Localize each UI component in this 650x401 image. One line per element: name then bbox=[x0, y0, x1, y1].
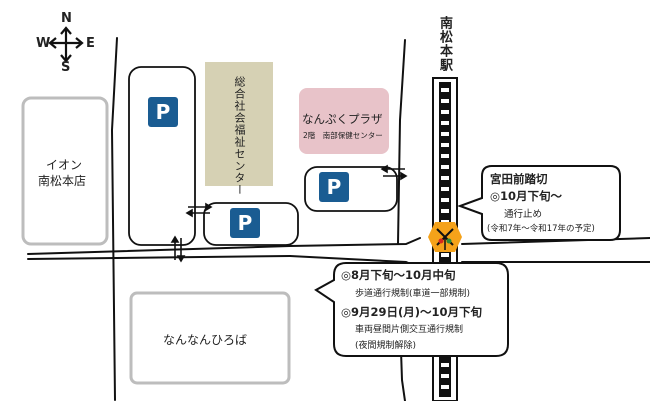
parking-icon: P bbox=[148, 97, 178, 127]
side-road-left-edge bbox=[110, 37, 118, 401]
track-tie bbox=[441, 99, 449, 103]
crossing-callout-bubble bbox=[457, 165, 621, 241]
hiroba-label: なんなんひろば bbox=[163, 333, 248, 347]
main-road-top-edge bbox=[27, 237, 421, 255]
track-tie bbox=[441, 363, 449, 367]
notice-item1-title: ◎8月下旬～10月中旬 bbox=[341, 268, 456, 282]
two-way-arrow-icon bbox=[170, 235, 186, 263]
compass-west-label: W bbox=[36, 36, 51, 51]
track-tie bbox=[441, 121, 449, 125]
road-notice-callout-bubble bbox=[314, 262, 509, 357]
roads bbox=[27, 37, 650, 401]
two-way-arrow-icon bbox=[380, 164, 408, 181]
aeon-building bbox=[21, 96, 109, 246]
track-tie bbox=[441, 187, 449, 191]
track-tie bbox=[441, 132, 449, 136]
crossing-date: ◎10月下旬～ bbox=[490, 189, 563, 203]
track-tie bbox=[441, 143, 449, 147]
track-tie bbox=[441, 209, 449, 213]
notice-item2-title: ◎9月29日(月)～10月下旬 bbox=[341, 305, 483, 319]
compass-north-label: N bbox=[61, 11, 72, 26]
track-tie bbox=[441, 374, 449, 378]
track-tie bbox=[441, 385, 449, 389]
plaza-subtitle: 2階 南部保健センター bbox=[303, 131, 383, 140]
track-tie bbox=[441, 88, 449, 92]
compass-east-label: E bbox=[86, 36, 95, 51]
hiroba-building bbox=[129, 291, 291, 385]
parking-lot-west bbox=[128, 66, 196, 246]
crossing-detail-closure: 通行止め bbox=[504, 209, 543, 220]
track-tie bbox=[441, 154, 449, 158]
track-tie bbox=[441, 165, 449, 169]
parking-icon: P bbox=[230, 208, 260, 238]
railroad-crossing-icon bbox=[428, 222, 462, 252]
crossing-detail-period: (令和7年～令和17年の予定) bbox=[487, 224, 595, 234]
two-way-arrow-icon bbox=[185, 202, 213, 218]
welfare-center-label: 総合社会福祉センター bbox=[233, 76, 246, 196]
aeon-label-line2: 南松本店 bbox=[38, 174, 87, 188]
track-tie bbox=[441, 253, 449, 257]
notice-item2-detail2: (夜間規制解除) bbox=[355, 341, 417, 351]
compass-south-label: S bbox=[61, 60, 71, 75]
parking-icon: P bbox=[319, 172, 349, 202]
compass-rose-icon bbox=[48, 26, 84, 63]
main-road-bottom-left-edge bbox=[27, 255, 291, 260]
plaza-name: なんぷくプラザ bbox=[302, 112, 383, 126]
plaza-building bbox=[299, 88, 389, 154]
notice-item1-detail: 歩道通行規制(車道一部規制) bbox=[355, 289, 471, 299]
welfare-center-building bbox=[205, 62, 273, 186]
track-tie bbox=[441, 110, 449, 114]
side-road-right-edge bbox=[397, 39, 406, 245]
track-tie bbox=[441, 176, 449, 180]
crossing-title: 宮田前踏切 bbox=[490, 172, 548, 186]
aeon-label-line1: イオン bbox=[46, 158, 83, 172]
station-label: 南松本駅 bbox=[437, 16, 452, 72]
notice-item2-detail1: 車両昼間片側交互通行規制 bbox=[355, 325, 464, 335]
track-tie bbox=[441, 198, 449, 202]
